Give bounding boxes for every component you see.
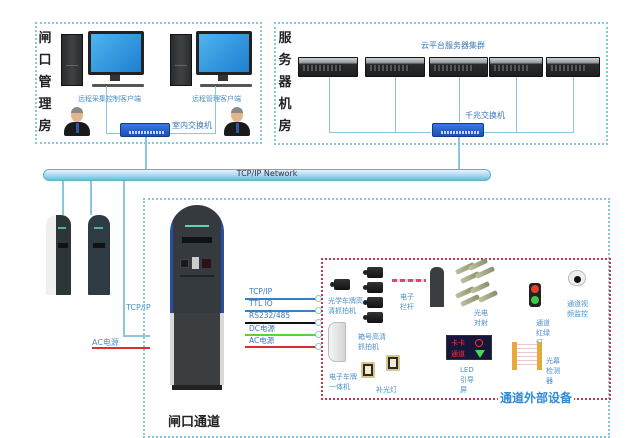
light-curtain-icon [512, 342, 542, 370]
monitor-icon [196, 31, 252, 75]
led-circle-icon [475, 339, 483, 347]
wire-ac [245, 346, 320, 348]
wire-tcpip [245, 298, 320, 300]
pc-tower-icon [61, 34, 83, 86]
title-char: 闸 [38, 31, 52, 46]
barrier-machine-icon [430, 267, 444, 307]
keyboard-icon [200, 84, 252, 87]
server-room-box [274, 22, 608, 145]
link-line [516, 77, 517, 132]
plate-camera-label: 光学车牌高清抓拍机 [328, 297, 363, 315]
link-line [106, 86, 107, 134]
box-camera-label: 箱号高清抓拍机 [358, 333, 386, 351]
title-char: 务 [278, 53, 292, 68]
dome-camera-icon [568, 270, 586, 286]
led-text-line1: 卡卡 [451, 339, 465, 347]
drop-line [123, 335, 150, 337]
ac-power-label: AC电源 [92, 338, 119, 347]
down-arrow-icon [475, 350, 485, 358]
cluster-label: 云平台服务器集群 [421, 41, 485, 50]
uplink-line [145, 137, 147, 170]
title-char: 机 [278, 97, 292, 112]
link-line [106, 133, 120, 134]
pc-tower-icon [170, 34, 192, 86]
drop-line [62, 181, 64, 215]
title-char: 房 [38, 119, 52, 134]
indoor-switch-icon [120, 123, 170, 137]
title-char: 理 [38, 97, 52, 112]
uplink-line [458, 137, 460, 170]
link-line [329, 132, 431, 133]
wire-dc [245, 334, 320, 336]
gate-room-title: 闸 口 管 理 房 [38, 28, 52, 138]
monitor-stand [218, 75, 228, 81]
title-char: 管 [38, 75, 52, 90]
tcpip-network-bus: TCP/IP Network [43, 169, 491, 181]
wire-ttl [245, 310, 320, 312]
interface-label-rs232: RS232/485 [249, 311, 291, 320]
link-line [395, 77, 396, 132]
gate-channel-title: 闸口通道 [168, 415, 221, 430]
interface-label-tcpip: TCP/IP [249, 287, 273, 296]
drop-line [123, 181, 125, 337]
server-icon [365, 57, 425, 77]
gigabit-switch-icon [432, 123, 484, 137]
server-room-title: 服 务 器 机 房 [278, 28, 292, 138]
server-icon [489, 57, 543, 77]
title-char: 服 [278, 31, 292, 46]
indoor-switch-label: 室内交换机 [172, 121, 212, 130]
link-line [329, 77, 330, 132]
electronic-barrier-icon [392, 279, 426, 282]
interface-label-dc: DC电源 [249, 324, 276, 333]
gate-kiosk-icon [170, 205, 224, 390]
wire-rs232 [245, 322, 320, 324]
led-screen-label: LED引导屏 [460, 366, 474, 394]
small-gate-terminal-icon [46, 215, 71, 295]
small-gate-terminal-icon [88, 215, 110, 295]
title-char: 房 [278, 119, 292, 134]
fill-light-label: 补光灯 [376, 386, 397, 394]
photo-beam-label: 光电对射 [474, 309, 488, 327]
barrier-label: 电子栏杆 [400, 293, 414, 311]
box-camera-icon [328, 322, 346, 362]
video-monitor-label: 通道视频监控 [567, 300, 588, 318]
led-guide-screen: 卡卡 通道 [446, 335, 492, 360]
monitor-stand [110, 75, 120, 81]
drop-line [90, 181, 92, 215]
external-devices-title: 通道外部设备 [498, 389, 575, 406]
title-char: 器 [278, 75, 292, 90]
tcpip-label: TCP/IP [126, 303, 151, 312]
camera-icon [330, 279, 350, 290]
server-icon [546, 57, 600, 77]
link-line [573, 77, 574, 132]
management-client-label: 远程管理客户端 [192, 95, 241, 103]
fill-light-icon [361, 362, 375, 378]
camera-icon [363, 267, 383, 278]
traffic-light-icon [529, 283, 541, 307]
camera-icon [363, 312, 383, 323]
link-line [459, 77, 460, 122]
fill-light-icon [386, 355, 400, 371]
server-icon [298, 57, 358, 77]
gate-management-room-box [35, 22, 262, 144]
light-curtain-label: 光幕检测器 [546, 357, 560, 385]
link-line [484, 132, 574, 133]
led-text-line2: 通道 [451, 350, 465, 358]
title-char: 口 [38, 53, 52, 68]
keyboard-icon [92, 84, 144, 87]
camera-icon [363, 282, 383, 293]
network-bus-label: TCP/IP Network [236, 169, 298, 178]
monitor-icon [88, 31, 144, 75]
ac-power-wire [92, 347, 150, 349]
interface-label-ac: AC电源 [249, 336, 275, 345]
external-devices-box [321, 258, 611, 400]
capture-client-label: 远程采集控制客户端 [78, 95, 141, 103]
camera-icon [363, 297, 383, 308]
link-line [215, 86, 216, 133]
interface-label-ttl: TTL IO [249, 299, 273, 308]
electronic-plate-label: 电子车牌一体机 [329, 373, 357, 391]
gigabit-switch-label: 千兆交换机 [465, 111, 505, 120]
server-icon [429, 57, 488, 77]
link-line [168, 133, 216, 134]
